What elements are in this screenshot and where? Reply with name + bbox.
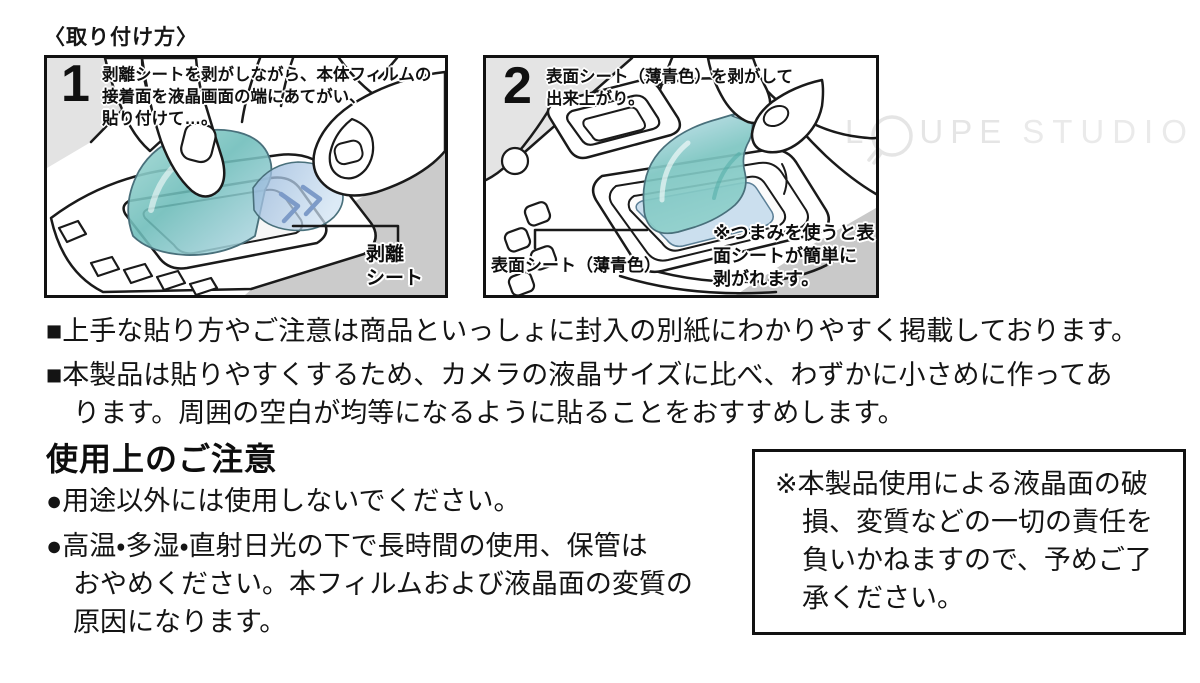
step-2-text: 表面シート（薄青色）を剥がして 出来上がり。 [546,68,794,108]
notice-item: ■上手な貼り方やご注意は商品といっしょに封入の別紙にわかりやすく掲載しております… [46,316,1138,346]
step-1-number: 1 [61,55,90,113]
disclaimer-box: ※本製品使用による液晶面の破 損、変質などの一切の責任を 負いかねますので、予め… [752,449,1186,635]
notices: ■上手な貼り方やご注意は商品といっしょに封入の別紙にわかりやすく掲載しております… [46,312,1196,432]
step-2-number: 2 [503,57,532,115]
step-1-panel: 1 剥離シートを剥がしながら、本体フィルムの 接着面を液晶画面の端にあてがい、 … [44,55,448,298]
step-2-panel: 2 表面シート（薄青色）を剥がして 出来上がり。 表面シート（薄青色） ※つまみ… [483,55,879,298]
step-1-illustration [47,58,445,295]
step-2-illustration [486,58,876,295]
surface-sheet-label: 表面シート（薄青色） [491,256,661,275]
release-sheet-label: 剥離 シート [366,244,424,289]
watermark: L UPE STUDIO [845,114,1195,168]
page-title: 〈取り付け方〉 [44,26,198,49]
usage-item: ●用途以外には使用しないでください。 [46,486,521,516]
watermark-text: STUDIO [1022,113,1195,150]
disclaimer-text: ※本製品使用による液晶面の破 損、変質などの一切の責任を 負いかねますので、予め… [775,469,1153,613]
usage-heading: 使用上のご注意 [46,441,278,477]
surface-sheet-note: ※つまみを使うと表 面シートが簡単に 剥がれます。 [713,223,875,289]
watermark-text: UPE [919,113,1009,150]
notice-item: ■本製品は貼りやすくするため、カメラの液晶サイズに比べ、わずかに小さめに作ってあ… [46,360,1113,428]
usage-item: ●高温・多湿・直射日光の下で長時間の使用、保管は おやめください。本フィルムおよ… [46,531,693,637]
usage-list: ●用途以外には使用しないでください。 ●高温・多湿・直射日光の下で長時間の使用、… [46,482,746,641]
step-1-text: 剥離シートを剥がしながら、本体フィルムの 接着面を液晶画面の端にあてがい、 貼り… [102,66,432,128]
